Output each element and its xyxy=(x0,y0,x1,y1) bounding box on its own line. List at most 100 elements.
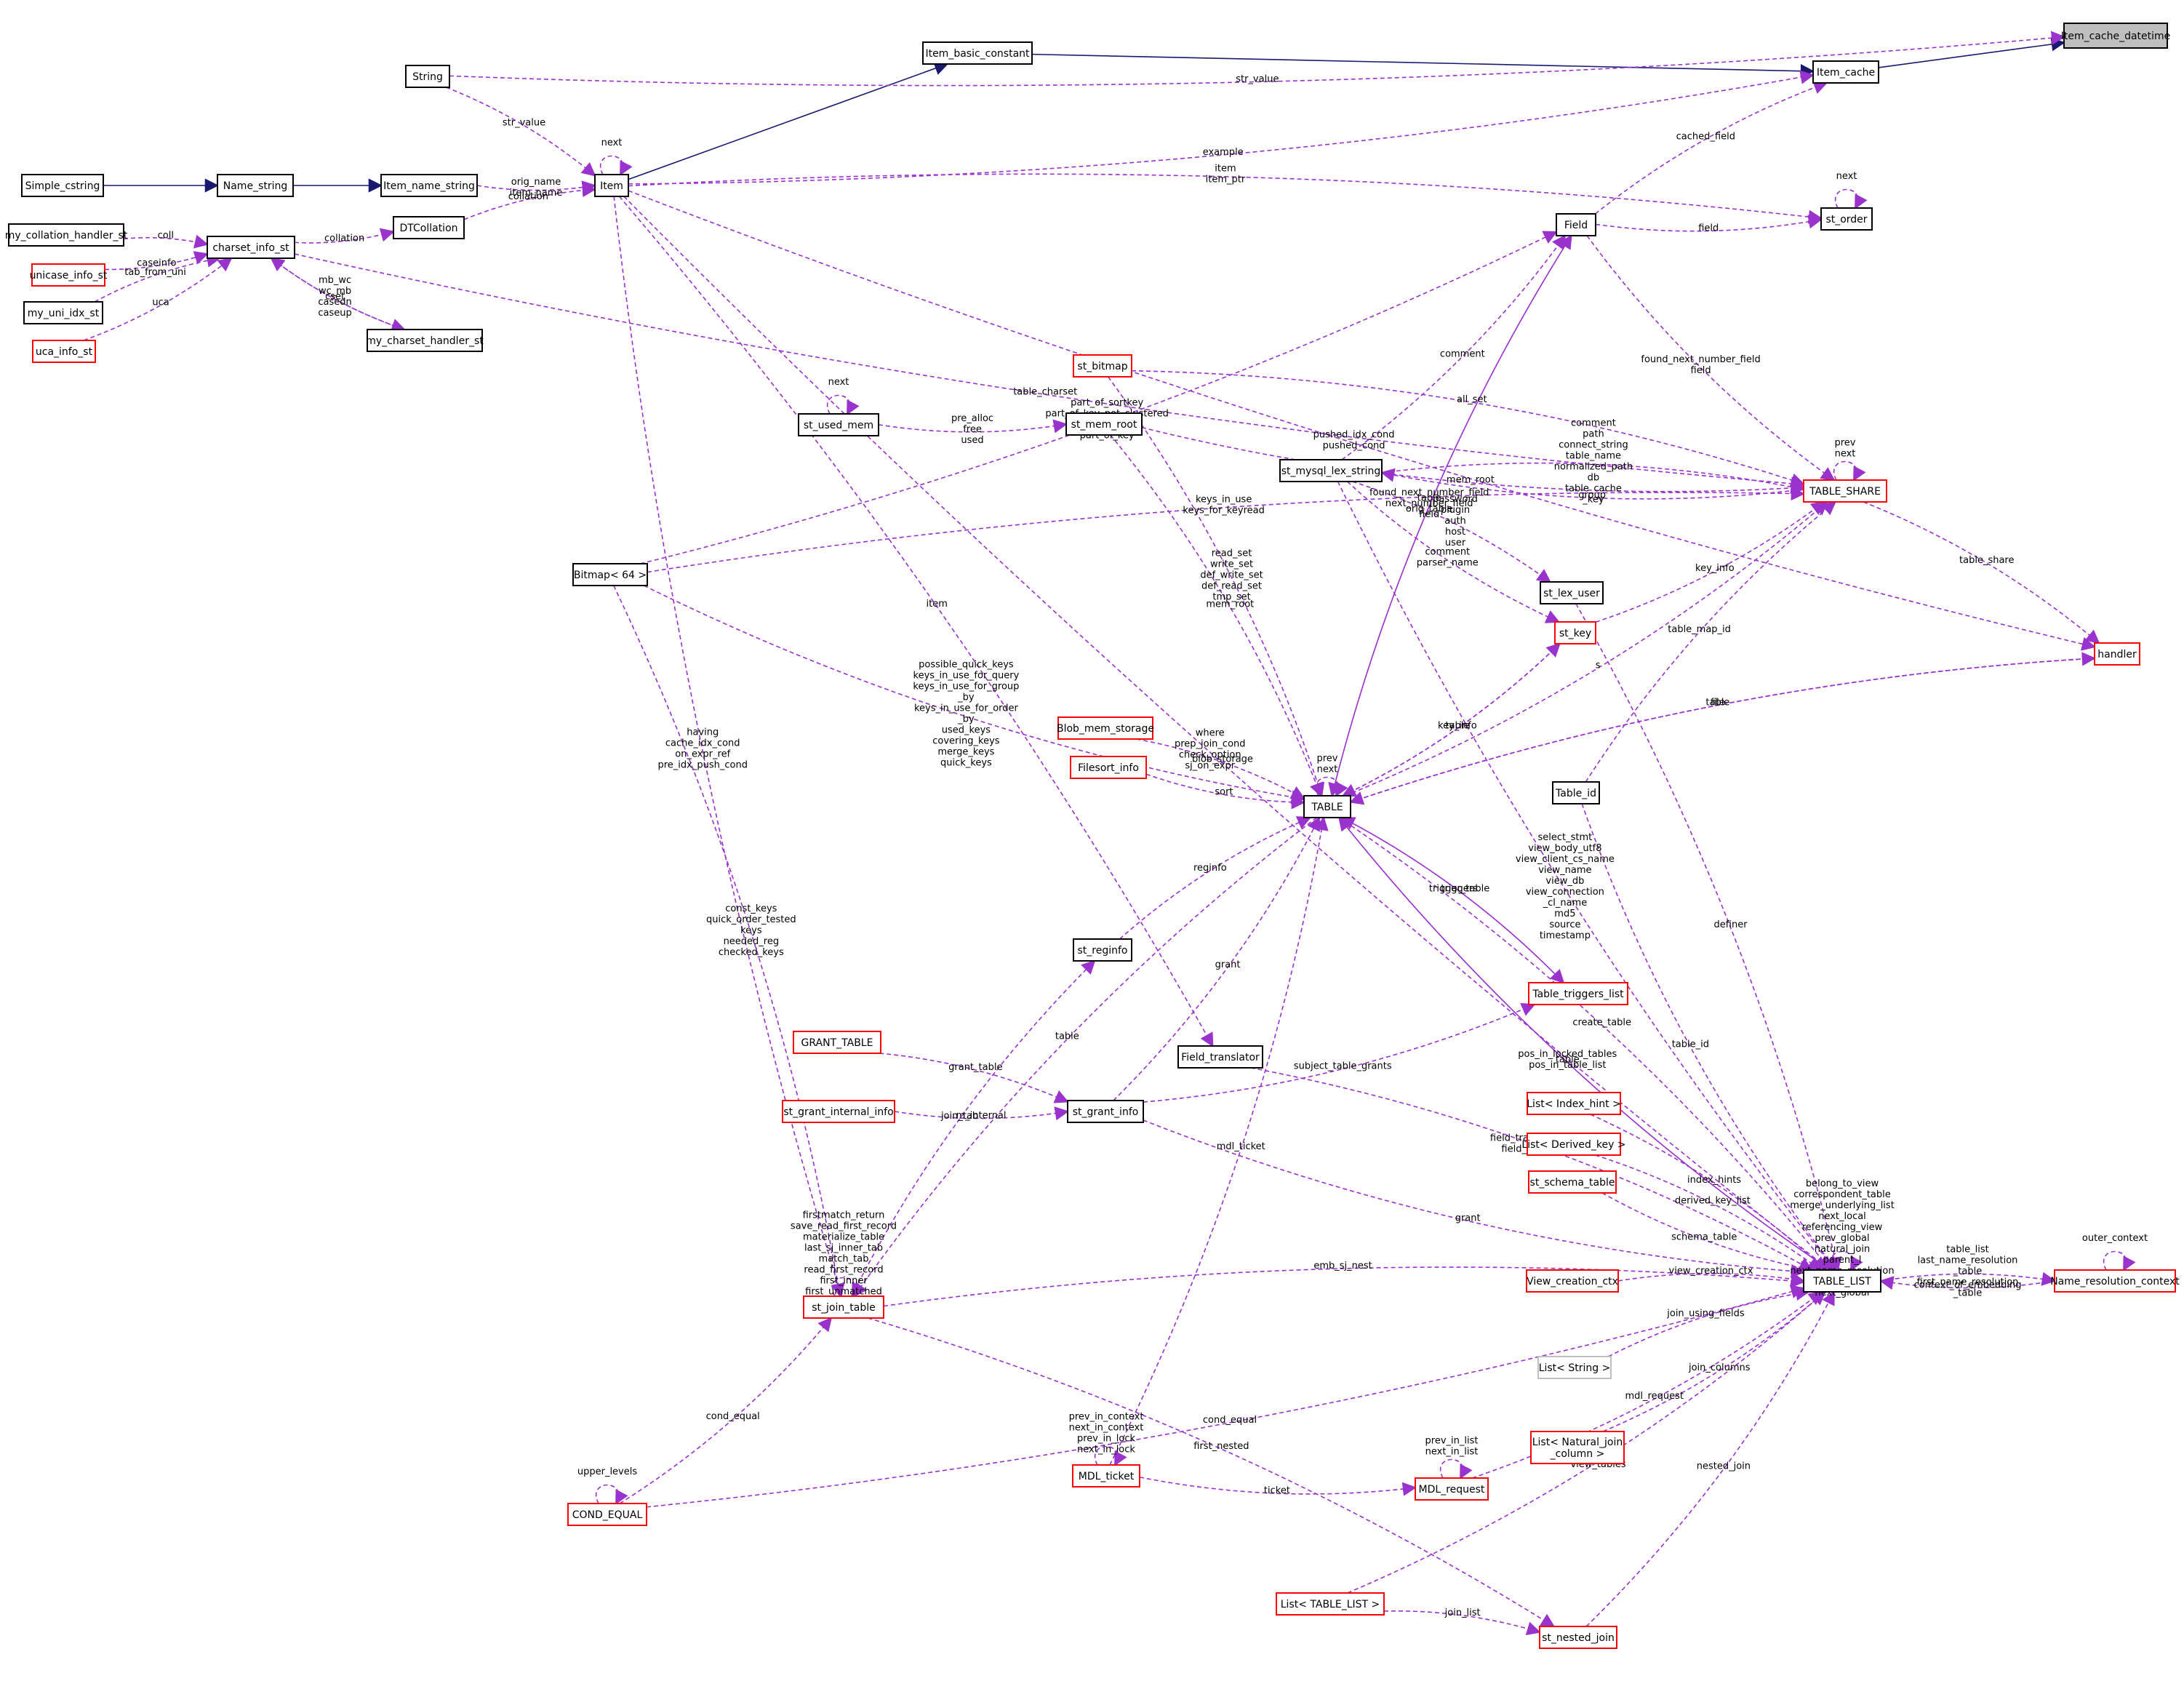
node-st_used_mem[interactable]: st_used_mem xyxy=(798,413,879,436)
node-box-MDL_request[interactable] xyxy=(1415,1477,1489,1501)
node-TABLE_SHARE[interactable]: TABLE_SHARE xyxy=(1803,479,1887,503)
node-Name_resolution_context[interactable]: Name_resolution_context xyxy=(2050,1269,2180,1293)
node-handler[interactable]: handler xyxy=(2094,642,2140,666)
node-uca_info_st[interactable]: uca_info_st xyxy=(32,340,96,363)
node-box-Field_translator[interactable] xyxy=(1177,1045,1263,1069)
node-box-TABLE_SHARE[interactable] xyxy=(1803,479,1887,503)
node-box-Blob_mem_storage[interactable] xyxy=(1057,716,1153,740)
node-box-st_bitmap[interactable] xyxy=(1073,354,1132,378)
node-box-DTCollation[interactable] xyxy=(393,216,465,239)
node-Filesort_info[interactable]: Filesort_info xyxy=(1070,756,1147,779)
node-String[interactable]: String xyxy=(405,65,450,88)
node-box-st_key[interactable] xyxy=(1554,621,1596,644)
node-box-st_order[interactable] xyxy=(1820,207,1873,231)
node-List_TABLE_LIST[interactable]: List< TABLE_LIST > xyxy=(1276,1592,1385,1616)
node-st_lex_user[interactable]: st_lex_user xyxy=(1540,581,1604,604)
node-my_collation_handler_st[interactable]: my_collation_handler_st xyxy=(5,223,128,247)
node-box-Filesort_info[interactable] xyxy=(1070,756,1147,779)
node-box-st_lex_user[interactable] xyxy=(1540,581,1604,604)
node-box-TABLE[interactable] xyxy=(1303,795,1351,818)
node-box-MDL_ticket[interactable] xyxy=(1072,1464,1140,1488)
node-View_creation_ctx[interactable]: View_creation_ctx xyxy=(1526,1269,1619,1293)
node-st_grant_info[interactable]: st_grant_info xyxy=(1067,1100,1144,1123)
node-box-st_reginfo[interactable] xyxy=(1073,938,1132,962)
node-box-st_used_mem[interactable] xyxy=(798,413,879,436)
node-box-String[interactable] xyxy=(405,65,450,88)
node-my_uni_idx_st[interactable]: my_uni_idx_st xyxy=(23,301,103,324)
node-box-Bitmap64[interactable] xyxy=(572,563,648,586)
node-box-Table_triggers_list[interactable] xyxy=(1528,982,1628,1005)
node-box-uca_info_st[interactable] xyxy=(32,340,96,363)
node-st_reginfo[interactable]: st_reginfo xyxy=(1073,938,1132,962)
node-Item_basic_constant[interactable]: Item_basic_constant xyxy=(922,41,1033,65)
node-Item_name_string[interactable]: Item_name_string xyxy=(380,174,478,197)
node-box-Item_basic_constant[interactable] xyxy=(922,41,1033,65)
node-Table_triggers_list[interactable]: Table_triggers_list xyxy=(1528,982,1628,1005)
node-box-Simple_cstring[interactable] xyxy=(21,174,104,197)
node-box-Item_cache_datetime[interactable] xyxy=(2063,23,2168,49)
node-List_Derived_key[interactable]: List< Derived_key > xyxy=(1521,1133,1626,1156)
node-box-st_grant_info[interactable] xyxy=(1067,1100,1144,1123)
node-box-Table_id[interactable] xyxy=(1552,781,1600,804)
node-box-List_TABLE_LIST[interactable] xyxy=(1276,1592,1385,1616)
node-st_join_table[interactable]: st_join_table xyxy=(803,1295,884,1319)
node-st_schema_table[interactable]: st_schema_table xyxy=(1528,1170,1617,1194)
node-box-st_mysql_lex_string[interactable] xyxy=(1279,459,1383,482)
node-MDL_ticket[interactable]: MDL_ticket xyxy=(1072,1464,1140,1488)
node-charset_info_st[interactable]: charset_info_st xyxy=(207,236,295,259)
node-Bitmap64[interactable]: Bitmap< 64 > xyxy=(572,563,648,586)
node-Field_translator[interactable]: Field_translator xyxy=(1177,1045,1263,1069)
node-box-my_charset_handler_st[interactable] xyxy=(367,329,483,352)
node-box-Item_name_string[interactable] xyxy=(380,174,478,197)
node-box-List_Derived_key[interactable] xyxy=(1527,1133,1621,1156)
node-List_Natural_join_column[interactable]: List< Natural_join_column > xyxy=(1530,1431,1625,1464)
node-st_order[interactable]: st_order xyxy=(1820,207,1873,231)
node-Item_cache_datetime[interactable]: Item_cache_datetime xyxy=(2061,23,2171,49)
node-COND_EQUAL[interactable]: COND_EQUAL xyxy=(567,1503,647,1526)
node-box-View_creation_ctx[interactable] xyxy=(1526,1269,1619,1293)
node-box-st_grant_internal_info[interactable] xyxy=(782,1100,895,1123)
node-Simple_cstring[interactable]: Simple_cstring xyxy=(21,174,104,197)
node-box-st_mem_root[interactable] xyxy=(1065,412,1143,436)
node-box-TABLE_LIST[interactable] xyxy=(1803,1269,1881,1293)
node-box-handler[interactable] xyxy=(2094,642,2140,666)
node-st_grant_internal_info[interactable]: st_grant_internal_info xyxy=(782,1100,895,1123)
node-box-List_String[interactable] xyxy=(1537,1356,1612,1379)
node-Item[interactable]: Item xyxy=(594,174,629,197)
node-box-Name_string[interactable] xyxy=(217,174,294,197)
node-st_bitmap[interactable]: st_bitmap xyxy=(1073,354,1132,378)
node-TABLE_LIST[interactable]: TABLE_LIST xyxy=(1803,1269,1881,1293)
node-st_mysql_lex_string[interactable]: st_mysql_lex_string xyxy=(1279,459,1383,482)
node-box-charset_info_st[interactable] xyxy=(207,236,295,259)
node-st_nested_join[interactable]: st_nested_join xyxy=(1539,1626,1617,1649)
node-Item_cache[interactable]: Item_cache xyxy=(1812,60,1879,84)
node-TABLE[interactable]: TABLE xyxy=(1303,795,1351,818)
node-List_String[interactable]: List< String > xyxy=(1537,1356,1612,1379)
node-st_mem_root[interactable]: st_mem_root xyxy=(1065,412,1143,436)
node-box-st_join_table[interactable] xyxy=(803,1295,884,1319)
node-unicase_info_st[interactable]: unicase_info_st xyxy=(30,263,108,287)
node-box-List_Natural_join_column[interactable] xyxy=(1530,1431,1625,1464)
node-List_Index_hint[interactable]: List< Index_hint > xyxy=(1527,1092,1621,1115)
node-box-Field[interactable] xyxy=(1556,213,1596,236)
node-box-List_Index_hint[interactable] xyxy=(1527,1092,1621,1115)
node-box-Item[interactable] xyxy=(594,174,629,197)
node-Blob_mem_storage[interactable]: Blob_mem_storage xyxy=(1057,716,1154,740)
node-box-unicase_info_st[interactable] xyxy=(31,263,105,287)
node-box-Name_resolution_context[interactable] xyxy=(2054,1269,2176,1293)
node-Name_string[interactable]: Name_string xyxy=(217,174,294,197)
node-my_charset_handler_st[interactable]: my_charset_handler_st xyxy=(366,329,484,352)
node-box-st_schema_table[interactable] xyxy=(1528,1170,1617,1194)
node-DTCollation[interactable]: DTCollation xyxy=(393,216,465,239)
node-box-Item_cache[interactable] xyxy=(1812,60,1879,84)
node-Field[interactable]: Field xyxy=(1556,213,1596,236)
node-box-my_collation_handler_st[interactable] xyxy=(8,223,124,247)
node-Table_id[interactable]: Table_id xyxy=(1552,781,1600,804)
node-box-st_nested_join[interactable] xyxy=(1539,1626,1617,1649)
node-box-GRANT_TABLE[interactable] xyxy=(793,1031,881,1054)
node-MDL_request[interactable]: MDL_request xyxy=(1415,1477,1489,1501)
node-st_key[interactable]: st_key xyxy=(1554,621,1596,644)
node-box-COND_EQUAL[interactable] xyxy=(567,1503,647,1526)
node-box-my_uni_idx_st[interactable] xyxy=(23,301,103,324)
node-GRANT_TABLE[interactable]: GRANT_TABLE xyxy=(793,1031,881,1054)
